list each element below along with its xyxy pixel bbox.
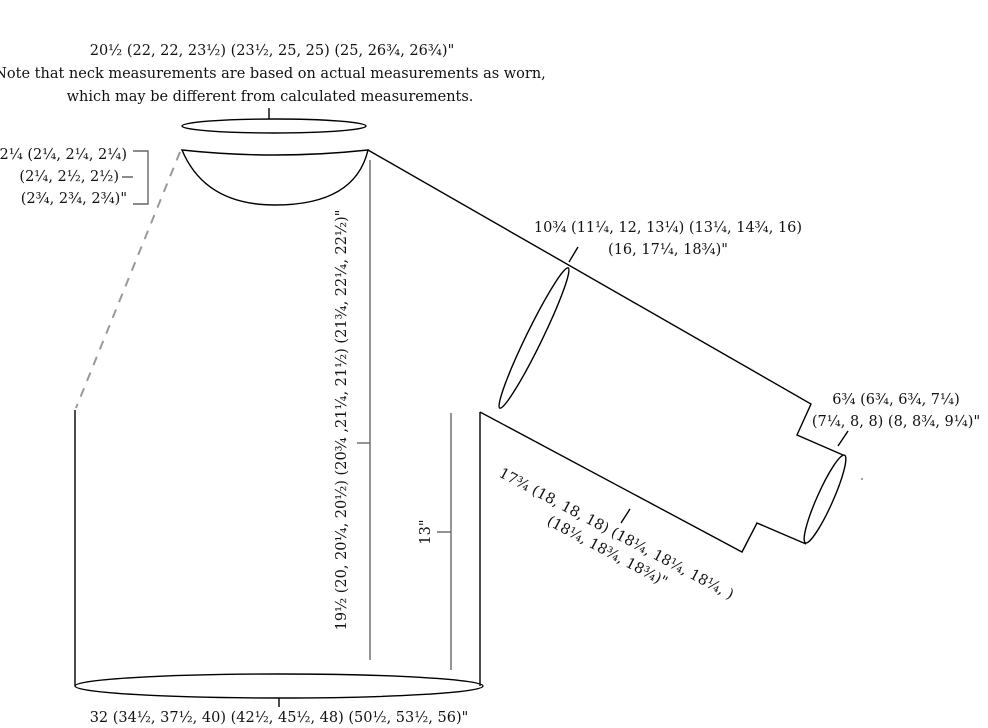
upper-arm-line2: (16, 17¼, 18¾)" (608, 242, 728, 258)
sleeve-bottom-edge (479, 411, 807, 553)
cuff-line2: (7¼, 8, 8) (8, 8¾, 9¼)" (812, 414, 980, 430)
cuff-line1: 6¾ (6¾, 6¾, 7¼) (832, 392, 959, 408)
neck-note-line1: Note that neck measurements are based on… (0, 66, 546, 82)
upper-arm-leader (568, 246, 579, 263)
neck-opening-ellipse (181, 118, 367, 134)
upper-arm-ellipse (498, 267, 570, 409)
sleeve-length-line1: 17¾ (18, 18, 18) (18¼, 18¼, 18¼, ) (496, 465, 736, 603)
neck-depth-bracket (122, 150, 149, 205)
front-neck-curve (180, 149, 369, 206)
neck-depth-line3: (2¾, 2¾, 2¾)" (21, 191, 127, 207)
hem-ellipse (74, 673, 484, 699)
neck-depth-line1: 2¼ (2¼, 2¼, 2¼) (0, 147, 127, 163)
neck-measurement-label: 20½ (22, 22, 23½) (23½, 25, 25) (25, 26¾… (90, 43, 455, 59)
upper-arm-line1: 10¾ (11¼, 12, 13¼) (13¼, 14¾, 16) (534, 220, 802, 236)
raglan-dashed-line (75, 151, 181, 409)
neck-note-line2: which may be different from calculated m… (67, 89, 474, 105)
hem-measurement-label: 32 (34½, 37½, 40) (42½, 45½, 48) (50½, 5… (90, 710, 469, 726)
stray-dot (861, 478, 863, 480)
underarm-length-label: 13" (418, 519, 434, 544)
body-length-label: 19½ (20, 20¼, 20½) (20¾ ,21¼, 21½) (21¾,… (334, 210, 350, 631)
sleeve-top-edge (367, 149, 844, 456)
neck-depth-line2: (2¼, 2½, 2½) (19, 169, 119, 185)
cuff-ellipse (803, 454, 847, 544)
sleeve-length-leader (620, 508, 631, 524)
cuff-leader (837, 430, 849, 447)
